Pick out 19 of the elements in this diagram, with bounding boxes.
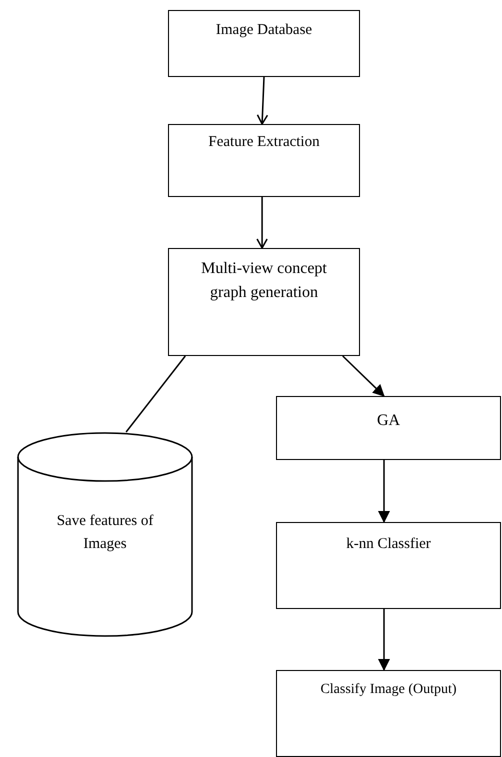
- node-label: k-nn Classfier: [346, 535, 431, 554]
- arrow: [256, 197, 268, 249]
- arrow: [342, 355, 385, 397]
- process-box: [276, 670, 501, 757]
- arrow: [256, 76, 268, 125]
- process-box: [168, 124, 360, 197]
- node-label: GA: [376, 411, 400, 431]
- arrow: [378, 460, 390, 523]
- node-label: Multi-view concept graph generation: [200, 259, 328, 303]
- process-box: [168, 10, 360, 77]
- process-box: [276, 522, 501, 609]
- process-box: [276, 396, 501, 460]
- node-label: Save features of Images: [56, 512, 154, 554]
- node-label: Classify Image (Output): [320, 681, 457, 699]
- node-label: Feature Extraction: [208, 133, 320, 152]
- node-label: Image Database: [216, 21, 312, 40]
- connector-line: [126, 356, 186, 432]
- arrow: [378, 609, 390, 671]
- process-box: [168, 248, 360, 356]
